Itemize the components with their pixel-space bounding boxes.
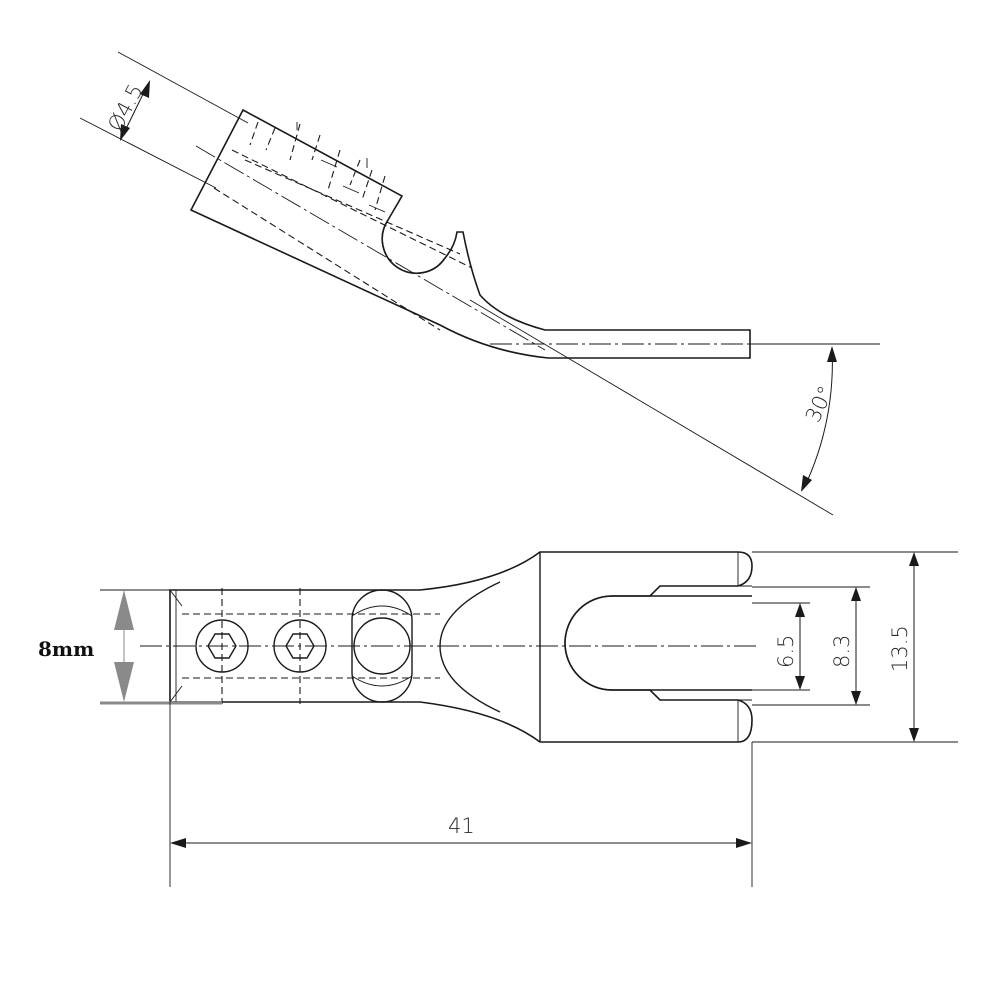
side-view-bore-lower bbox=[213, 187, 441, 331]
angle-arrow-top bbox=[827, 346, 837, 362]
height-arrow-top bbox=[114, 590, 134, 630]
fork-width-arrow-bottom bbox=[909, 728, 919, 742]
side-view-centerline bbox=[195, 145, 546, 351]
angle-dimension-arc bbox=[803, 347, 833, 489]
fork-width-arrow-top bbox=[909, 552, 919, 566]
diameter-extension-lower bbox=[79, 117, 217, 189]
angle-arrow-bottom bbox=[801, 475, 812, 492]
fork-width-label: 13.5 bbox=[888, 625, 912, 672]
side-view-angle-line bbox=[469, 299, 834, 516]
side-view-outline bbox=[189, 108, 751, 359]
side-view: 30° Ø4.5 bbox=[79, 51, 880, 516]
length-arrow-left bbox=[170, 838, 186, 848]
side-view-screw-ticks bbox=[296, 122, 386, 213]
top-view: 8mm 6.5 8.3 13.5 41 bbox=[38, 551, 958, 887]
height-dimension-label: 8mm bbox=[38, 637, 94, 661]
diameter-extension-upper bbox=[117, 51, 249, 124]
length-dimension-label: 41 bbox=[448, 814, 475, 838]
length-arrow-right bbox=[736, 838, 752, 848]
diameter-arrow-bottom bbox=[120, 124, 130, 141]
slot-extension-lines bbox=[752, 551, 958, 743]
fork-prong-edges bbox=[660, 552, 752, 742]
diameter-arrow-top bbox=[140, 80, 150, 98]
inner-slot-arrow-top bbox=[795, 603, 805, 617]
crimp-window-inner bbox=[351, 605, 413, 687]
outer-slot-arrow-bottom bbox=[851, 691, 861, 705]
top-view-outline bbox=[169, 551, 753, 743]
outer-slot-label: 8.3 bbox=[830, 635, 854, 668]
height-arrow-bottom bbox=[114, 662, 134, 702]
side-view-bore-upper bbox=[231, 149, 473, 269]
hex-socket-1 bbox=[207, 633, 237, 659]
angle-dimension-label: 30° bbox=[801, 382, 838, 426]
inner-slot-arrow-bottom bbox=[795, 676, 805, 690]
fork-slot-outline bbox=[564, 595, 752, 691]
diameter-dimension-label: Ø4.5 bbox=[103, 80, 148, 135]
side-view-screw-marks bbox=[249, 121, 386, 211]
outer-slot-arrow-top bbox=[851, 587, 861, 601]
side-view-notch bbox=[381, 219, 446, 274]
inner-slot-label: 6.5 bbox=[774, 635, 798, 668]
side-view-bore-mid bbox=[244, 159, 461, 255]
